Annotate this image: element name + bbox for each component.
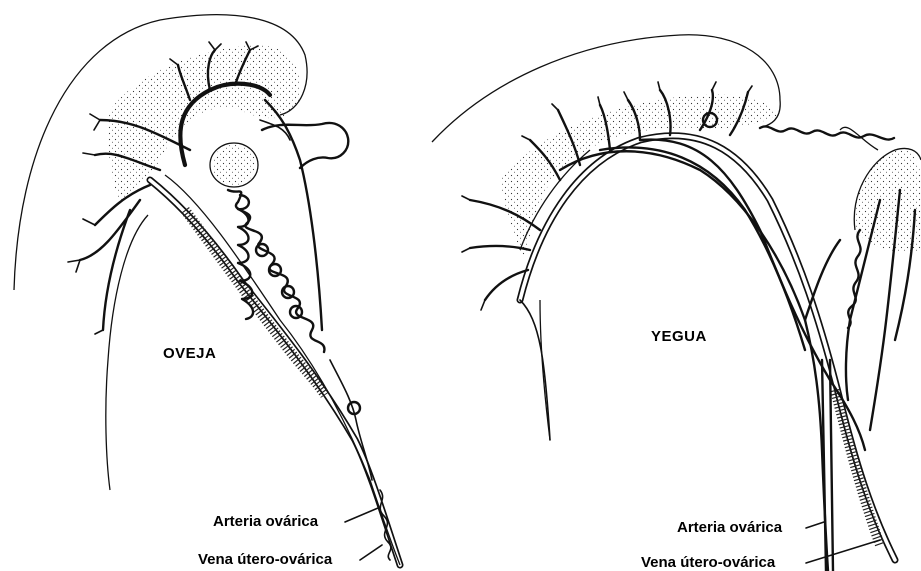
mare-ovary-stipple [854,149,921,251]
mare-panel: YEGUA Arteria ovárica Vena útero-ovárica [432,35,921,571]
mare-descending-vessel [520,300,550,440]
sheep-panel: OVEJA Arteria ovárica Vena útero-ovárica [14,15,400,568]
mare-artery-pointer [806,522,824,528]
sheep-artery-pointer [345,508,378,522]
sheep-vein-pointer [360,545,382,560]
sheep-artery-label: Arteria ovárica [213,513,319,530]
mare-main-vessel-arc [520,136,895,560]
mare-species-label: YEGUA [651,328,707,345]
mare-vein-label: Vena útero-ovárica [641,554,776,571]
mare-artery-label: Arteria ovárica [677,519,783,536]
sheep-vessel-branches [68,42,348,334]
sheep-mesovarium-stipple [108,45,301,200]
sheep-species-label: OVEJA [163,345,216,362]
sheep-ligament-band [150,180,400,565]
mare-ligament-strand [560,151,828,571]
sheep-vein-label: Vena útero-ovárica [198,551,333,568]
mare-vein-pointer [806,540,880,563]
